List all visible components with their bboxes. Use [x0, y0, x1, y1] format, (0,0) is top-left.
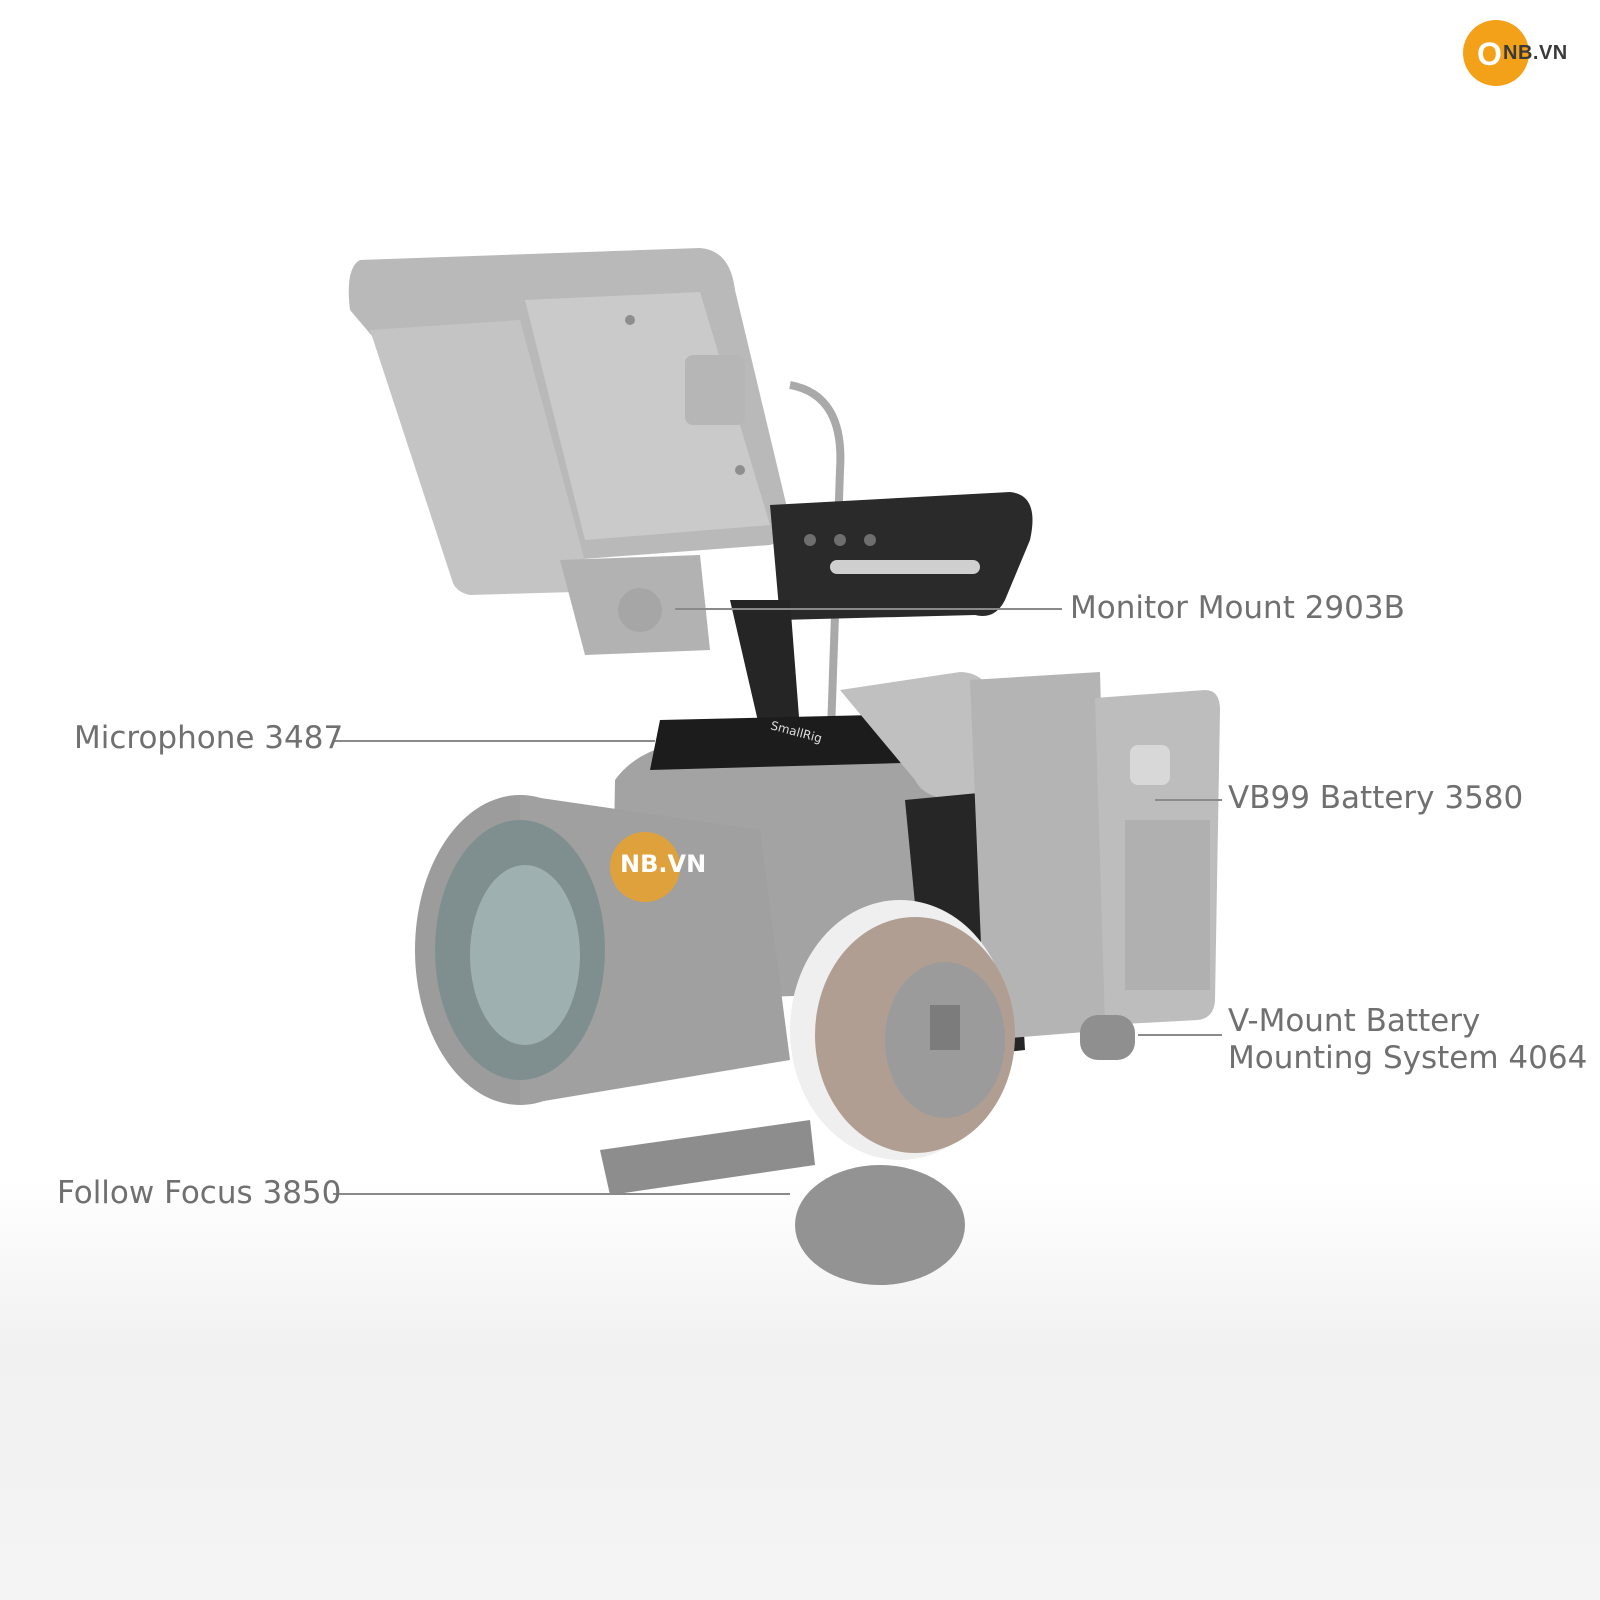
- logo-circle: [1463, 20, 1529, 86]
- callout-monitor-mount: Monitor Mount 2903B: [1070, 590, 1405, 626]
- logo-text: NB.VN: [1503, 42, 1568, 64]
- watermark: [610, 832, 680, 902]
- lens: [415, 795, 790, 1105]
- top-handle: [730, 492, 1033, 730]
- callout-vb99-battery: VB99 Battery 3580: [1228, 780, 1524, 816]
- callout-vmount-line1: V-Mount Battery: [1228, 1003, 1481, 1039]
- callout-follow-focus: Follow Focus 3850: [57, 1175, 342, 1211]
- brand-logo[interactable]: O NB.VN: [1463, 20, 1593, 90]
- monitor: [348, 248, 790, 595]
- vmount-system: [970, 672, 1220, 1040]
- follow-focus: [790, 900, 1015, 1160]
- floor-shadow: [0, 1180, 1600, 1600]
- logo-letter: O: [1477, 36, 1502, 72]
- callout-microphone: Microphone 3487: [74, 720, 344, 756]
- monitor-mount: [560, 555, 710, 655]
- watermark-text: NB.VN: [620, 850, 707, 878]
- rods-and-grip: [600, 1015, 1135, 1285]
- callout-vmount-line2: Mounting System 4064: [1228, 1040, 1588, 1076]
